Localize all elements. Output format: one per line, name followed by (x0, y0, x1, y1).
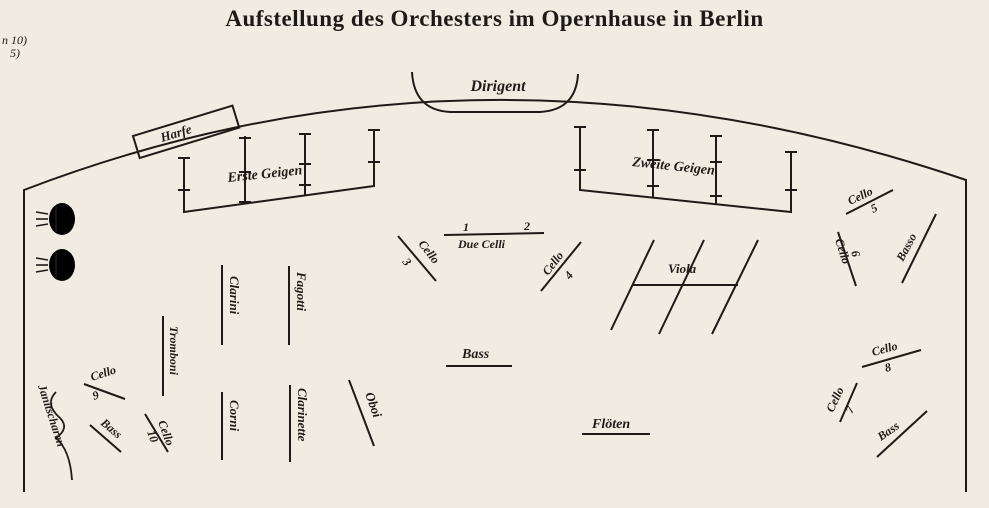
due-celli-line (443, 232, 545, 236)
label-floeten: Flöten (591, 417, 630, 432)
label-cello-6-num: 6 (848, 249, 863, 259)
label-bass-center: Bass (461, 347, 490, 362)
timpano-2 (35, 249, 75, 281)
timpani (35, 203, 75, 281)
label-cello-3-num: 3 (399, 254, 414, 268)
label-cello-4-num: 4 (561, 268, 576, 282)
timpano-1 (35, 203, 75, 235)
cello-6-line (837, 231, 857, 287)
label-fagotti: Fagotti (294, 271, 309, 311)
label-cello-9: Cello (89, 363, 118, 384)
label-basso: Basso (893, 231, 920, 264)
oboi-line (348, 379, 375, 447)
viola-section (610, 239, 759, 335)
label-cello-8-num: 8 (883, 360, 892, 375)
label-oboi: Oboi (362, 390, 385, 420)
cello-5-line (845, 189, 894, 215)
conductor-podium (411, 71, 579, 113)
label-bass-right: Bass (874, 418, 902, 444)
second-violins (574, 126, 797, 214)
corner-note-line-1: n 10) (2, 33, 27, 47)
cello-10-line (144, 413, 169, 453)
bass-left-line (89, 424, 122, 453)
harp-box (131, 104, 241, 160)
label-janitscharen: Janitscharen (35, 382, 69, 449)
corner-note: n 10) 5) (2, 34, 27, 60)
corner-note-line-2: 5) (10, 46, 20, 60)
cello-4-line (540, 241, 582, 292)
cello-3-line (397, 235, 437, 282)
label-cello-6: Cello (832, 237, 853, 266)
label-zweite-geigen: Zweite Geigen (631, 155, 716, 179)
label-cello-5-num: 5 (868, 200, 879, 215)
label-clarinette: Clarinette (295, 388, 310, 442)
cello-8-line (861, 349, 922, 368)
label-viola: Viola (668, 261, 697, 276)
cello-9-line (83, 383, 126, 400)
label-cello-8: Cello (870, 339, 899, 359)
label-due-celli: Due Celli (457, 237, 506, 251)
label-due-celli-2: 2 (523, 219, 530, 233)
label-bass-left: Bass (97, 415, 125, 442)
label-due-celli-1: 1 (463, 220, 469, 234)
cello-7-line (839, 382, 858, 423)
label-dirigent: Dirigent (469, 78, 526, 95)
label-cello-9-num: 9 (91, 388, 101, 403)
label-clarini: Clarini (227, 276, 242, 315)
janitscharen-brace (50, 391, 73, 481)
label-tromboni: Tromboni (167, 326, 181, 376)
first-violins (178, 129, 380, 214)
label-corni: Corni (227, 400, 242, 431)
label-cello-10-num: 10 (144, 428, 161, 444)
label-erste-geigen: Erste Geigen (226, 163, 303, 186)
basso-line (901, 213, 937, 284)
bass-right-line (876, 410, 928, 458)
diagram-title: Aufstellung des Orchesters im Opernhause… (225, 6, 764, 31)
